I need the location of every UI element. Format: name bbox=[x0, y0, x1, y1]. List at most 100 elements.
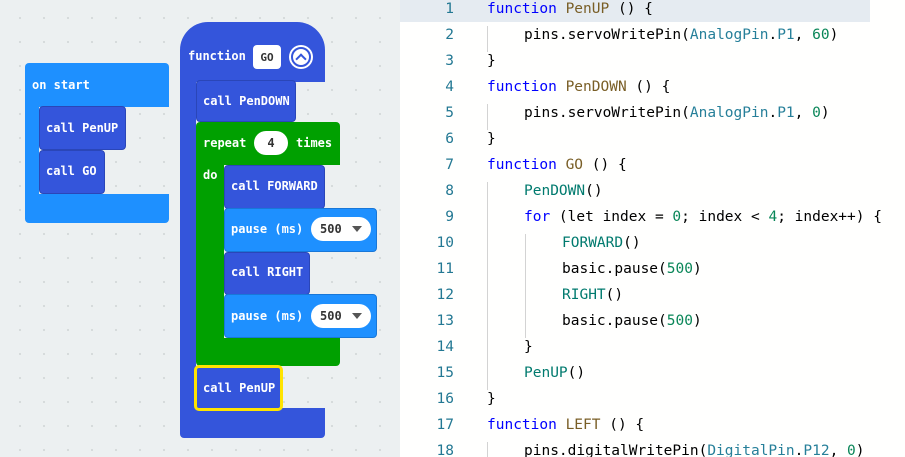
code-token: , bbox=[794, 105, 813, 121]
code-token: function bbox=[487, 79, 557, 95]
code-token: . bbox=[794, 443, 804, 457]
code-token: (let index = bbox=[550, 209, 673, 225]
code-line-9[interactable]: 9 for (let index = 0; index < 4; index++… bbox=[400, 204, 905, 230]
repeat-count-field[interactable]: 4 bbox=[254, 131, 288, 155]
pause-value-dropdown-2[interactable]: 500 bbox=[311, 304, 371, 328]
code-token: ; index < bbox=[681, 209, 769, 225]
code-token: () { bbox=[626, 79, 671, 95]
code-line-7[interactable]: 7 function GO () { bbox=[400, 152, 905, 178]
code-token: P12 bbox=[803, 443, 830, 457]
call-pendown-label: call PenDOWN bbox=[203, 94, 290, 108]
pause-label-1: pause (ms) bbox=[231, 222, 304, 236]
code-token: pins.servoWritePin( bbox=[524, 105, 690, 121]
code-token: ) bbox=[829, 27, 839, 43]
call-penup-block-selected[interactable] bbox=[194, 365, 283, 411]
call-right-block[interactable] bbox=[224, 252, 310, 295]
code-token: LEFT bbox=[565, 417, 601, 433]
line-number: 14 bbox=[436, 339, 454, 355]
dropdown-arrow-icon bbox=[352, 313, 362, 319]
on-start-label: on start bbox=[32, 78, 90, 92]
line-number: 6 bbox=[445, 131, 454, 147]
code-line-1[interactable]: 1 function PenUP () { bbox=[400, 0, 905, 22]
code-token: pins.digitalWritePin( bbox=[524, 443, 708, 457]
code-token: basic.pause( bbox=[562, 313, 667, 329]
code-token: 0 bbox=[847, 443, 856, 457]
pause-block-2[interactable] bbox=[224, 294, 377, 338]
call-forward-block[interactable] bbox=[224, 165, 325, 209]
code-token: ) bbox=[692, 261, 702, 277]
code-token: , bbox=[794, 27, 813, 43]
code-token: P1 bbox=[777, 105, 795, 121]
code-token: () bbox=[605, 287, 624, 303]
line-number: 17 bbox=[436, 417, 454, 433]
code-line-4[interactable]: 4 function PenDOWN () { bbox=[400, 74, 905, 100]
line-number: 9 bbox=[445, 209, 454, 225]
code-token: PenDOWN bbox=[565, 79, 627, 95]
blocks-workspace[interactable]: on start call PenUP call GO function GO … bbox=[0, 0, 400, 457]
do-label: do bbox=[203, 168, 218, 182]
code-line-12[interactable]: 12 RIGHT() bbox=[400, 282, 905, 308]
code-token: ; index++) { bbox=[777, 209, 882, 225]
function-name-field[interactable]: GO bbox=[253, 45, 281, 69]
collapse-icon[interactable] bbox=[289, 45, 313, 69]
code-token: 500 bbox=[666, 261, 693, 277]
code-line-16[interactable]: 16 } bbox=[400, 386, 905, 412]
repeat-label: repeat bbox=[203, 136, 247, 150]
code-line-14[interactable]: 14 } bbox=[400, 334, 905, 360]
pause-label-2: pause (ms) bbox=[231, 309, 304, 323]
pause-value-1: 500 bbox=[320, 222, 342, 236]
code-line-8[interactable]: 8 PenDOWN() bbox=[400, 178, 905, 204]
code-line-15[interactable]: 15 PenUP() bbox=[400, 360, 905, 386]
call-penup-label: call PenUP bbox=[46, 121, 119, 135]
line-number: 10 bbox=[436, 235, 454, 251]
code-token: FORWARD bbox=[562, 235, 624, 251]
code-editor[interactable]: 1 function PenUP () { 2 pins.servoWriteP… bbox=[400, 0, 905, 457]
code-token: function bbox=[487, 1, 557, 17]
call-right-label: call RIGHT bbox=[231, 265, 304, 279]
code-token: ) bbox=[855, 443, 865, 457]
code-line-5[interactable]: 5 pins.servoWritePin(AnalogPin.P1, 0) bbox=[400, 100, 905, 126]
line-number: 16 bbox=[436, 391, 454, 407]
code-token: 4 bbox=[768, 209, 778, 225]
call-penup-block-onstart[interactable] bbox=[39, 106, 126, 150]
line-number: 5 bbox=[445, 105, 454, 121]
call-pendown-block[interactable] bbox=[196, 80, 296, 122]
line-number: 1 bbox=[445, 1, 454, 17]
code-token: PenUP bbox=[565, 1, 610, 17]
code-token: 500 bbox=[666, 313, 693, 329]
code-token: AnalogPin bbox=[689, 105, 769, 121]
code-token: pins.servoWritePin( bbox=[524, 27, 690, 43]
code-token: AnalogPin bbox=[689, 27, 769, 43]
call-penup-label-selected: call PenUP bbox=[203, 381, 276, 395]
line-number: 7 bbox=[445, 157, 454, 173]
code-line-2[interactable]: 2 pins.servoWritePin(AnalogPin.P1, 60) bbox=[400, 22, 905, 48]
code-line-6[interactable]: 6 } bbox=[400, 126, 905, 152]
code-token: } bbox=[524, 339, 533, 355]
call-go-block[interactable] bbox=[39, 150, 105, 194]
code-token: } bbox=[487, 53, 496, 69]
code-line-17[interactable]: 17 function LEFT () { bbox=[400, 412, 905, 438]
line-number: 2 bbox=[445, 27, 454, 43]
code-token: ) bbox=[692, 313, 702, 329]
pause-value-dropdown-1[interactable]: 500 bbox=[311, 217, 371, 241]
code-token: basic.pause( bbox=[562, 261, 667, 277]
code-line-18[interactable]: 18 pins.digitalWritePin(DigitalPin.P12, … bbox=[400, 438, 905, 457]
code-token: } bbox=[487, 391, 496, 407]
code-line-13[interactable]: 13 basic.pause(500) bbox=[400, 308, 905, 334]
line-number: 4 bbox=[445, 79, 454, 95]
code-line-3[interactable]: 3 } bbox=[400, 48, 905, 74]
current-line-highlight bbox=[400, 0, 870, 22]
code-token: PenUP bbox=[524, 365, 568, 381]
code-line-11[interactable]: 11 basic.pause(500) bbox=[400, 256, 905, 282]
code-token: () { bbox=[583, 157, 627, 173]
code-line-10[interactable]: 10 FORWARD() bbox=[400, 230, 905, 256]
code-token: function bbox=[487, 157, 557, 173]
code-token: ) bbox=[820, 105, 830, 121]
call-forward-label: call FORWARD bbox=[231, 179, 318, 193]
times-label: times bbox=[296, 136, 333, 150]
call-go-label: call GO bbox=[46, 164, 97, 178]
code-token: GO bbox=[565, 157, 584, 173]
line-number: 13 bbox=[436, 313, 454, 329]
pause-value-2: 500 bbox=[320, 309, 342, 323]
line-number: 8 bbox=[445, 183, 454, 199]
